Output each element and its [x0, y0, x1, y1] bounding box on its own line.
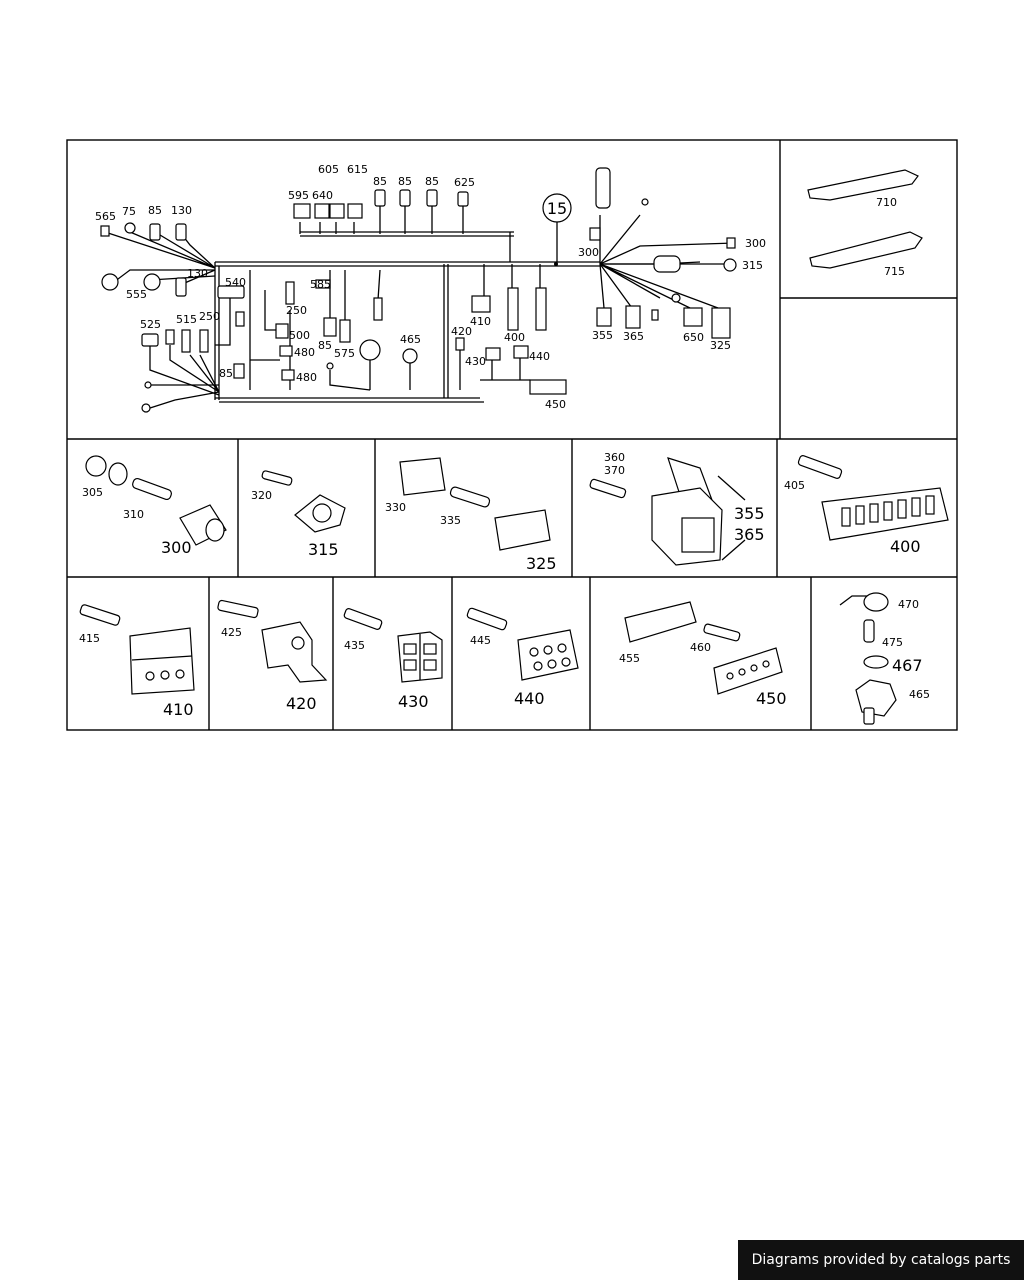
panel-frames	[66, 139, 958, 731]
callout-515: 515	[176, 313, 197, 326]
callout-85: 85	[398, 175, 412, 188]
callout-435: 435	[344, 639, 365, 652]
connector-shapes	[100, 167, 737, 413]
callout-310: 310	[123, 508, 144, 521]
callout-525: 525	[140, 318, 161, 331]
callout-625: 625	[454, 176, 475, 189]
callout-410: 410	[470, 315, 491, 328]
callout-320: 320	[251, 489, 272, 502]
part-group-300: 305 310 300	[82, 455, 227, 557]
callout-465: 465	[909, 688, 930, 701]
callout-425: 425	[221, 626, 242, 639]
callout-400: 400	[504, 331, 525, 344]
callout-415: 415	[79, 632, 100, 645]
callout-450: 450	[545, 398, 566, 411]
callout-85: 85	[148, 204, 162, 217]
callout-430: 430	[398, 692, 429, 711]
callout-555: 555	[126, 288, 147, 301]
footer-banner: Diagrams provided by catalogs parts	[738, 1240, 1024, 1280]
callout-315: 315	[308, 540, 339, 559]
callout-470: 470	[898, 598, 919, 611]
row3-parts: 415 410 425 420 435 430	[79, 592, 930, 725]
callout-475: 475	[882, 636, 903, 649]
part-group-450: 455 460 450	[619, 601, 787, 708]
callout-480: 480	[296, 371, 317, 384]
callout-15: 15	[547, 199, 567, 218]
callout-585: 585	[310, 278, 331, 291]
callout-595: 595	[288, 189, 309, 202]
terminal-block-slots	[841, 495, 935, 527]
callout-330: 330	[385, 501, 406, 514]
callout-715: 715	[884, 265, 905, 278]
callout-370: 370	[604, 464, 625, 477]
part-group-325: 330 335 325	[385, 457, 557, 573]
callout-450: 450	[756, 689, 787, 708]
callout-575: 575	[334, 347, 355, 360]
callout-467: 467	[892, 656, 923, 675]
callout-410: 410	[163, 700, 194, 719]
callout-365: 365	[734, 525, 765, 544]
callout-405: 405	[784, 479, 805, 492]
callout-615: 615	[347, 163, 368, 176]
callout-360: 360	[604, 451, 625, 464]
harness-channel-panel: 710 715	[807, 169, 923, 278]
splice-point	[554, 262, 558, 266]
callout-430: 430	[465, 355, 486, 368]
part-group-400: 405 400	[784, 455, 949, 556]
callout-305: 305	[82, 486, 103, 499]
part-group-410: 415 410	[79, 604, 195, 719]
callout-365: 365	[623, 330, 644, 343]
callout-640: 640	[312, 189, 333, 202]
callout-300: 300	[578, 246, 599, 259]
callout-85: 85	[219, 367, 233, 380]
callout-250: 250	[199, 310, 220, 323]
callout-565: 565	[95, 210, 116, 223]
callout-355: 355	[734, 504, 765, 523]
callout-130: 130	[171, 204, 192, 217]
callout-250: 250	[286, 304, 307, 317]
callout-335: 335	[440, 514, 461, 527]
callout-480: 480	[294, 346, 315, 359]
callout-465: 465	[400, 333, 421, 346]
callout-605: 605	[318, 163, 339, 176]
callout-440: 440	[514, 689, 545, 708]
callout-300: 300	[745, 237, 766, 250]
callout-500: 500	[289, 329, 310, 342]
callout-85: 85	[425, 175, 439, 188]
callout-315: 315	[742, 259, 763, 272]
callout-325: 325	[710, 339, 731, 352]
main-panel-labels: 565 75 85 130 130 555 525 515 250 540 25…	[95, 163, 766, 411]
callout-650: 650	[683, 331, 704, 344]
callout-455: 455	[619, 652, 640, 665]
callout-460: 460	[690, 641, 711, 654]
row2-parts: 305 310 300 320 315 330 335 325	[82, 451, 949, 573]
callout-300: 300	[161, 538, 192, 557]
callout-420: 420	[451, 325, 472, 338]
callout-445: 445	[470, 634, 491, 647]
part-group-440: 445 440	[466, 607, 579, 708]
callout-420: 420	[286, 694, 317, 713]
part-group-315: 320 315	[251, 470, 346, 559]
callout-400: 400	[890, 537, 921, 556]
callout-325: 325	[526, 554, 557, 573]
callout-440: 440	[529, 350, 550, 363]
callout-75: 75	[122, 205, 136, 218]
part-group-465: 470 475 467 465	[839, 592, 930, 725]
callout-355: 355	[592, 329, 613, 342]
part-group-420: 425 420	[217, 599, 328, 713]
callout-540: 540	[225, 276, 246, 289]
callout-85: 85	[318, 339, 332, 352]
part-group-355-365: 360 370 355 365	[589, 451, 765, 566]
callout-130: 130	[187, 267, 208, 280]
main-harness-panel: 565 75 85 130 130 555 525 515 250 540 25…	[95, 163, 766, 413]
callout-710: 710	[876, 196, 897, 209]
part-group-430: 435 430	[343, 608, 443, 711]
callout-85: 85	[373, 175, 387, 188]
